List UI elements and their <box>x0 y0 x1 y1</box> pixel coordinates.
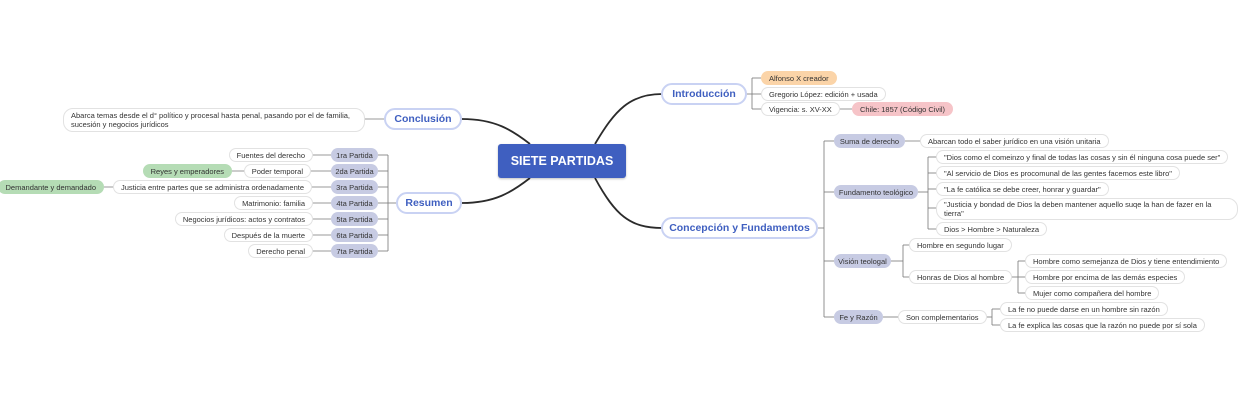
central-topic[interactable]: SIETE PARTIDAS <box>498 144 626 178</box>
link-center-resumen <box>461 177 531 204</box>
partida-2[interactable]: 2da Partida <box>331 164 378 178</box>
fundamento-item-2[interactable]: "Al servicio de Dios es procomunal de la… <box>936 166 1180 180</box>
branch-concepcion-fundamentos[interactable]: Concepción y Fundamentos <box>661 217 818 239</box>
partida-1[interactable]: 1ra Partida <box>331 148 378 162</box>
partida-7[interactable]: 7ta Partida <box>331 244 378 258</box>
partida-3-extra[interactable]: Demandante y demandado <box>0 180 104 194</box>
partida-7-desc[interactable]: Derecho penal <box>248 244 313 258</box>
partida-5-desc[interactable]: Negocios jurídicos: actos y contratos <box>174 212 313 226</box>
honras-item-2[interactable]: Hombre por encima de las demás especies <box>1025 270 1186 284</box>
partida-2-extra[interactable]: Reyes y emperadores <box>142 164 232 178</box>
fe-item-1[interactable]: La fe no puede darse en un hombre sin ra… <box>1000 302 1168 316</box>
honras-item-1[interactable]: Hombre como semejanza de Dios y tiene en… <box>1025 254 1228 268</box>
partida-6[interactable]: 6ta Partida <box>331 228 378 242</box>
partida-3-desc[interactable]: Justicia entre partes que se administra … <box>112 180 312 194</box>
partida-3[interactable]: 3ra Partida <box>331 180 378 194</box>
node-gregorio-lopez[interactable]: Gregorio López: edición + usada <box>761 87 886 101</box>
honras-item-3[interactable]: Mujer como compañera del hombre <box>1025 286 1160 300</box>
partida-5[interactable]: 5ta Partida <box>331 212 378 226</box>
branch-conclusion[interactable]: Conclusión <box>384 108 462 130</box>
fundamento-item-4[interactable]: "Justicia y bondad de Dios la deben mant… <box>936 198 1238 220</box>
link-center-conclusion <box>461 118 531 145</box>
branch-introduccion[interactable]: Introducción <box>661 83 747 105</box>
node-suma-derecho[interactable]: Suma de derecho <box>834 134 905 148</box>
vision-honras[interactable]: Honras de Dios al hombre <box>909 270 1013 284</box>
link-center-concepcion <box>594 177 663 229</box>
node-vigencia[interactable]: Vigencia: s. XV-XX <box>761 102 840 116</box>
node-conclusion-text[interactable]: Abarca temas desde el d° político y proc… <box>63 108 365 132</box>
node-chile-codigo[interactable]: Chile: 1857 (Código Civil) <box>852 102 954 116</box>
node-fundamento-teologico[interactable]: Fundamento teológico <box>834 185 918 199</box>
partida-1-desc[interactable]: Fuentes del derecho <box>228 148 313 162</box>
fe-item-2[interactable]: La fe explica las cosas que la razón no … <box>1000 318 1205 332</box>
fundamento-item-3[interactable]: "La fe católica se debe creer, honrar y … <box>936 182 1109 196</box>
fundamento-item-1[interactable]: "Dios como el comeinzo y final de todas … <box>936 150 1229 164</box>
partida-2-desc[interactable]: Poder temporal <box>243 164 311 178</box>
branch-resumen[interactable]: Resumen <box>396 192 462 214</box>
partida-6-desc[interactable]: Después de la muerte <box>223 228 313 242</box>
link-center-intro <box>594 93 663 145</box>
fundamento-item-5[interactable]: Dios > Hombre > Naturaleza <box>936 222 1048 236</box>
node-vision-teologal[interactable]: Visión teologal <box>834 254 891 268</box>
fe-complementarios[interactable]: Son complementarios <box>898 310 987 324</box>
node-alfonso-creator[interactable]: Alfonso X creador <box>761 71 837 85</box>
partida-4[interactable]: 4ta Partida <box>331 196 378 210</box>
vision-segundo-lugar[interactable]: Hombre en segundo lugar <box>909 238 1012 252</box>
partida-4-desc[interactable]: Matrimonio: familia <box>234 196 313 210</box>
node-suma-text[interactable]: Abarcan todo el saber jurídico en una vi… <box>920 134 1109 148</box>
node-fe-razon[interactable]: Fe y Razón <box>834 310 883 324</box>
